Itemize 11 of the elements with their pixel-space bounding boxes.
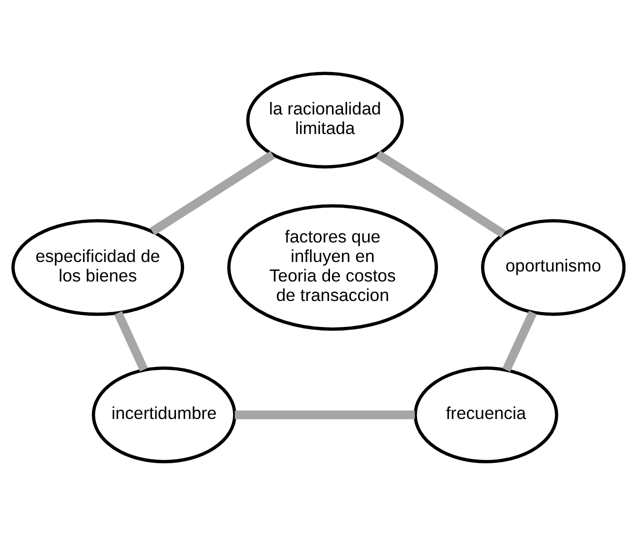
node-ellipse: frecuencia: [414, 366, 558, 464]
connector: [376, 150, 506, 238]
connector: [234, 410, 415, 420]
node-ellipse: la racionalidad limitada: [246, 72, 404, 168]
connector: [150, 151, 275, 236]
node-ellipse: incertidumbre: [92, 366, 236, 464]
connector: [502, 310, 537, 372]
node-ellipse: especificidad de los bienes: [11, 219, 184, 316]
connector: [114, 311, 148, 372]
node-ellipse: factores que influyen en Teoria de costos de transaccion: [227, 204, 438, 331]
node-ellipse: oportunismo: [481, 219, 626, 316]
